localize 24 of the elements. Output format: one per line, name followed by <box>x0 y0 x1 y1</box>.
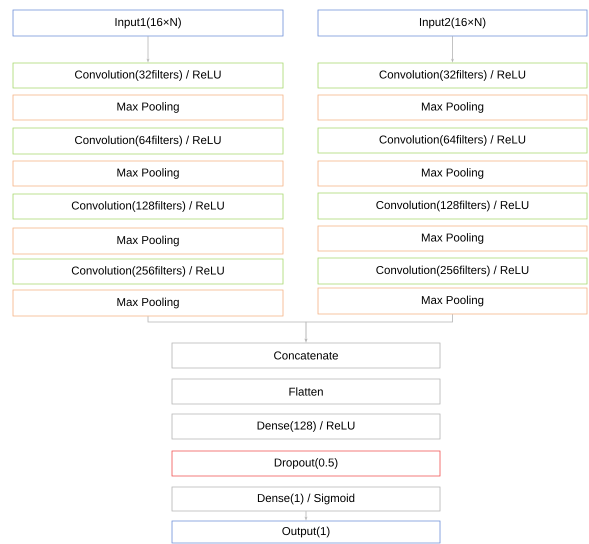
input-box: Input2(16×N) <box>318 10 588 36</box>
pooling-box: Max Pooling <box>12 160 284 186</box>
convolution-box: Convolution(64filters) / ReLU <box>318 128 588 154</box>
pooling-box: Max Pooling <box>12 228 284 254</box>
pooling-box: Max Pooling <box>318 160 588 186</box>
pooling-box: Max Pooling <box>318 226 588 252</box>
layer-box: Dense(128) / ReLU <box>172 414 440 440</box>
convolution-box: Convolution(128filters) / ReLU <box>12 194 284 220</box>
convolution-box: Convolution(32filters) / ReLU <box>12 62 284 88</box>
convolution-box: Convolution(32filters) / ReLU <box>318 62 588 88</box>
input-box: Input1(16×N) <box>12 10 284 36</box>
convolution-box: Convolution(256filters) / ReLU <box>318 258 588 284</box>
dropout-box: Dropout(0.5) <box>172 450 440 476</box>
pooling-box: Max Pooling <box>12 94 284 120</box>
convolution-box: Convolution(64filters) / ReLU <box>12 128 284 154</box>
layer-box: Flatten <box>172 378 440 404</box>
convolution-box: Convolution(256filters) / ReLU <box>12 258 284 284</box>
pooling-box: Max Pooling <box>12 290 284 316</box>
layer-box: Dense(1) / Sigmoid <box>172 486 440 512</box>
convolution-box: Convolution(128filters) / ReLU <box>318 192 588 220</box>
output-box: Output(1) <box>172 520 440 544</box>
pooling-box: Max Pooling <box>318 94 588 120</box>
pooling-box: Max Pooling <box>318 288 588 314</box>
layer-box: Concatenate <box>172 342 440 368</box>
